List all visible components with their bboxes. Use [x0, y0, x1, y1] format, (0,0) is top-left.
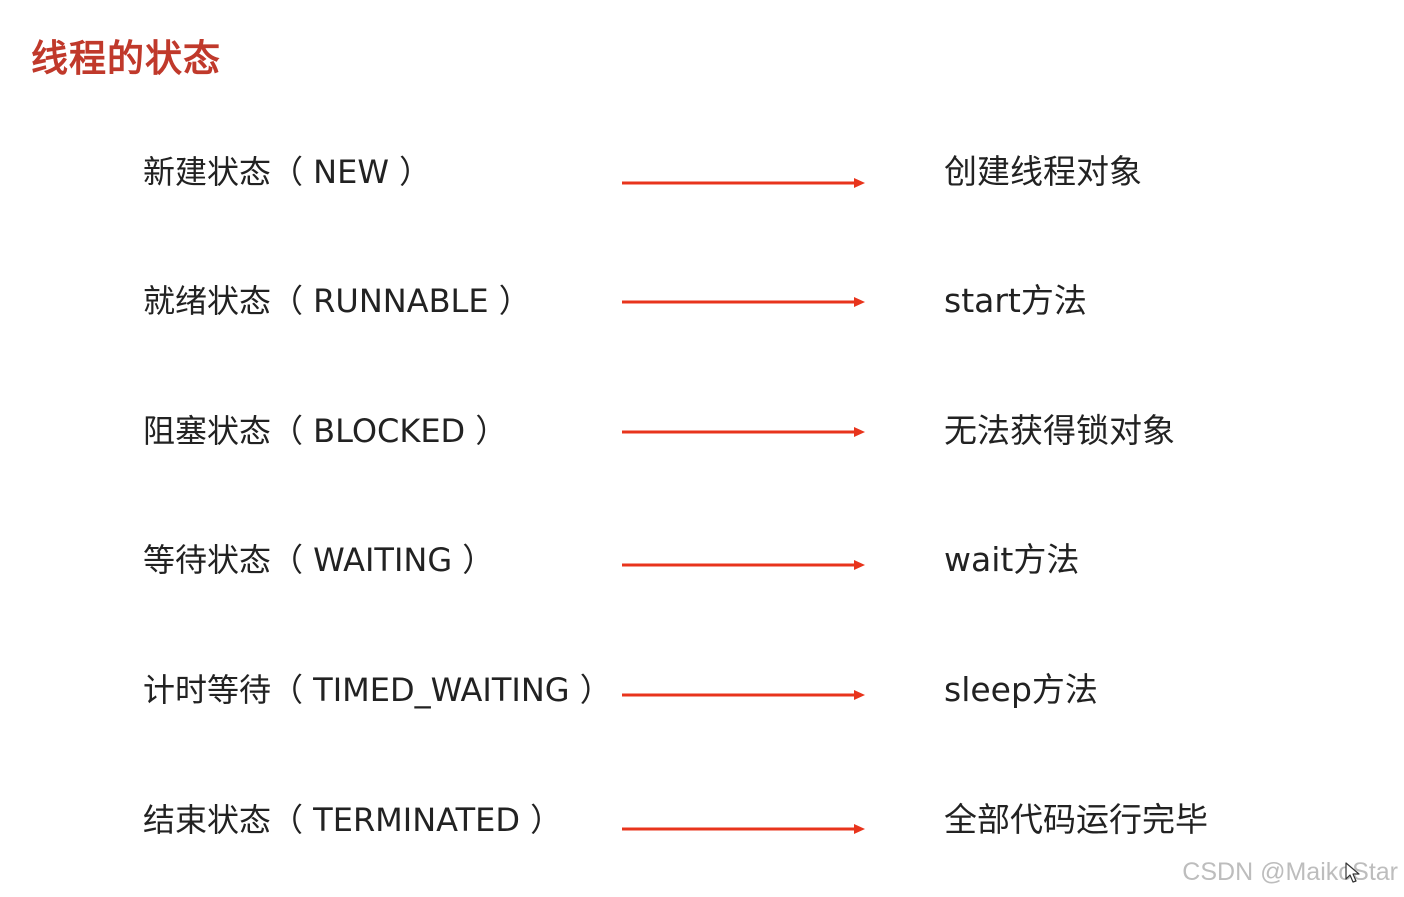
mouse-cursor-icon	[1345, 862, 1360, 883]
watermark: CSDN @MaikoStar	[1182, 858, 1398, 886]
state-label-terminated: 结束状态（ TERMINATED ）	[143, 801, 563, 839]
state-description-terminated: 全部代码运行完毕	[944, 800, 1208, 839]
arrow-right-icon	[622, 824, 865, 834]
arrow-right-icon	[622, 178, 865, 188]
state-description-waiting: wait方法	[944, 540, 1080, 579]
state-label-runnable: 就绪状态（ RUNNABLE ）	[143, 282, 531, 320]
state-label-new: 新建状态（ NEW ）	[143, 153, 432, 191]
state-description-blocked: 无法获得锁对象	[944, 411, 1175, 450]
state-label-timed-waiting: 计时等待（ TIMED_WAITING ）	[143, 671, 612, 709]
state-label-waiting: 等待状态（ WAITING ）	[143, 541, 495, 579]
arrow-right-icon	[622, 690, 865, 700]
arrow-right-icon	[622, 427, 865, 437]
arrow-right-icon	[622, 297, 865, 307]
page-title: 线程的状态	[31, 37, 221, 80]
state-description-new: 创建线程对象	[944, 152, 1142, 191]
arrow-right-icon	[622, 560, 865, 570]
state-label-blocked: 阻塞状态（ BLOCKED ）	[143, 412, 508, 450]
state-description-timed-waiting: sleep方法	[944, 670, 1098, 709]
state-description-runnable: start方法	[944, 281, 1087, 320]
